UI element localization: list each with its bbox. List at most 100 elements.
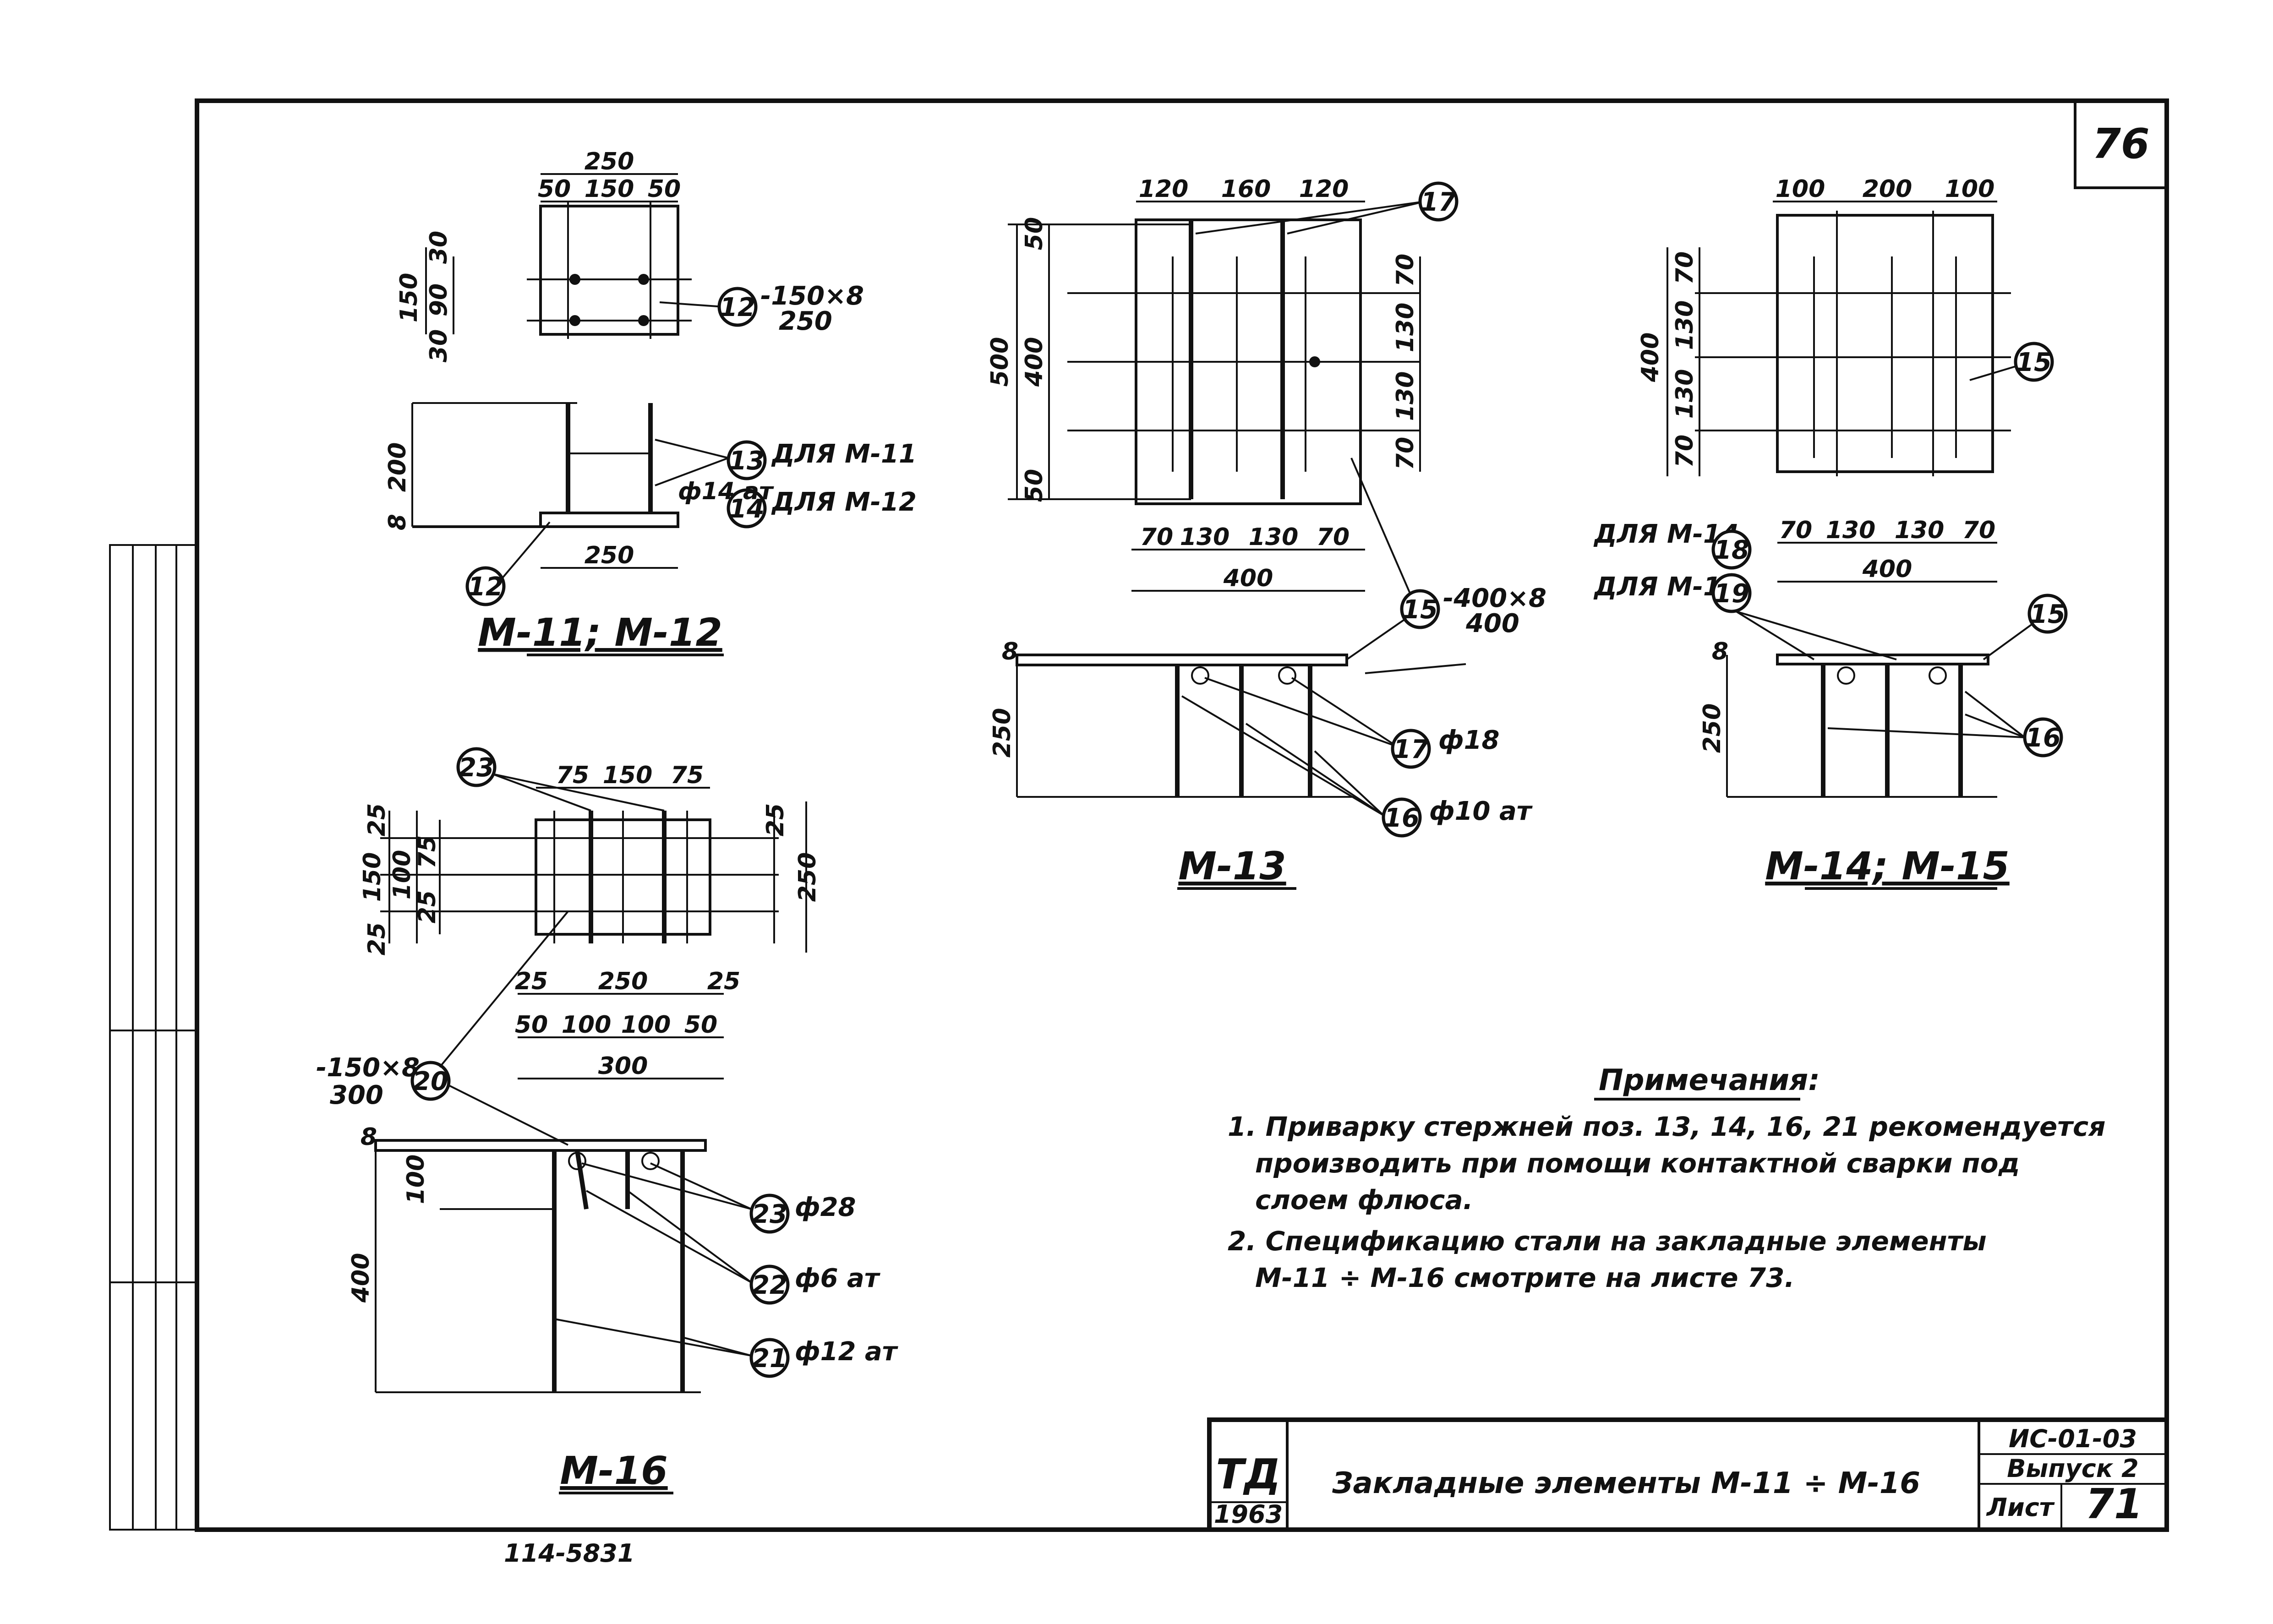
dim-label: 50: [648, 175, 681, 203]
callout-number: 15: [2030, 599, 2065, 629]
plate-section: [539, 512, 679, 528]
callout-number: 16: [2025, 723, 2061, 753]
dim-label: 70: [1140, 523, 1173, 551]
dim-label: 150: [395, 273, 423, 323]
left-stamp-strip: [109, 544, 198, 1531]
dim-label: 70: [1779, 517, 1812, 544]
dim-label: 130: [1249, 523, 1299, 551]
dim-label: 130: [1180, 523, 1230, 551]
dim-label: 70: [1392, 437, 1419, 470]
dim-label: 130: [1671, 369, 1699, 419]
dim-label: 120: [1299, 175, 1349, 203]
bottom-stamp: 114-5831: [504, 1539, 634, 1568]
dim-label: 25: [363, 922, 391, 955]
dim-label: 400: [1637, 332, 1664, 383]
drawing-m11-m12: 250 50 150 50 150 90 30 30 12 -150×8 250…: [384, 148, 917, 656]
dim-label: 250: [1699, 703, 1726, 753]
callout-text: 250: [779, 306, 832, 336]
dim-label: 30: [425, 231, 453, 264]
drawing-m13: 120 160 120 500 50 400 50 70 130 130 70 …: [986, 175, 1546, 890]
logo: ТД: [1216, 1450, 1281, 1499]
callout-text: ф28: [795, 1193, 856, 1222]
dim-label: 150: [585, 175, 634, 203]
dim-label: 130: [1392, 303, 1419, 353]
dim-label: 70: [1392, 254, 1419, 287]
callout-number: 17: [1421, 187, 1456, 217]
callout-number: 15: [2016, 348, 2052, 377]
note-line: слоем флюса.: [1255, 1184, 1473, 1215]
note-line: 1. Приварку стержней поз. 13, 14, 16, 21…: [1228, 1111, 2106, 1142]
note-line: М-11 ÷ М-16 смотрите на листе 73.: [1255, 1262, 1795, 1293]
dim-label: 25: [363, 803, 391, 836]
dim-label: 90: [425, 283, 453, 316]
dim-label: 200: [1863, 175, 1912, 203]
callout-number: 23: [752, 1199, 787, 1229]
dim-label: 100: [1776, 175, 1825, 203]
drawing-title: М-11; М-12: [478, 610, 722, 655]
callout-text: -400×8: [1443, 583, 1546, 613]
notes-title: Примечания:: [1599, 1063, 1820, 1097]
dim-label: 30: [425, 329, 453, 362]
sheet-label: Лист: [1986, 1493, 2055, 1522]
plate-plan: [539, 205, 679, 336]
dim-label: 250: [585, 542, 634, 569]
sheet-number: 71: [2085, 1480, 2142, 1528]
drawing-title: М-13: [1178, 844, 1286, 888]
dim-label: 75: [414, 835, 441, 868]
drawing-title: М-14; М-15: [1765, 844, 2010, 888]
plate-plan: [1776, 214, 1994, 473]
dim-label: 400: [1862, 556, 1912, 583]
dim-label: 50: [515, 1011, 548, 1039]
callout-text: ДЛЯ М-11: [771, 439, 917, 469]
dim-label: 160: [1221, 175, 1271, 203]
dim-label: 75: [556, 762, 589, 789]
dim-label: 100: [402, 1155, 430, 1204]
note-line: производить при помощи контактной сварки…: [1255, 1148, 2020, 1179]
dim-label: 75: [671, 762, 704, 789]
drawing-m16: 75 150 75 25 75 25 100 25 150 250 25 250…: [316, 747, 899, 1494]
callout-number: 14: [729, 494, 765, 524]
dim-label: 130: [1392, 371, 1419, 421]
callout-number: 13: [729, 446, 765, 476]
dim-label: 250: [794, 852, 821, 902]
dim-label: 70: [1317, 523, 1350, 551]
dim-label: 50: [684, 1011, 717, 1039]
dim-label: 250: [585, 148, 634, 175]
dim-label: 8: [384, 514, 411, 530]
dim-label: 100: [388, 850, 416, 900]
callout-number: 21: [752, 1344, 787, 1373]
dim-label: 8: [1002, 638, 1018, 665]
callout-text: ф10 ат: [1429, 796, 1533, 826]
plate-section: [1016, 654, 1348, 666]
dim-label: 70: [1962, 517, 1995, 544]
callout-number: 12: [468, 572, 503, 602]
callout-number: 15: [1402, 595, 1438, 625]
callout-text: -150×8: [316, 1053, 420, 1083]
dim-label: 400: [1021, 337, 1048, 387]
dim-label: 120: [1139, 175, 1189, 203]
dim-label: 25: [414, 890, 441, 923]
callout-number: 23: [459, 753, 494, 783]
title-block: ТД 1963 Закладные элементы М-11 ÷ М-16 И…: [1207, 1417, 2169, 1532]
sheet-border: [195, 98, 2169, 1532]
dim-label: 300: [598, 1052, 648, 1080]
dim-label: 150: [603, 762, 653, 789]
dim-label: 8: [361, 1123, 377, 1151]
dim-label: 100: [621, 1011, 671, 1039]
dim-label: 70: [1671, 435, 1699, 468]
dim-label: 400: [1223, 565, 1273, 592]
dim-label: 25: [707, 968, 740, 995]
dim-label: 400: [347, 1253, 375, 1303]
plate-section: [1776, 654, 1989, 665]
sheet-number-top: 76: [2092, 120, 2149, 168]
dim-label: 130: [1826, 517, 1876, 544]
dim-label: 200: [384, 442, 411, 492]
dim-label: 50: [538, 175, 571, 203]
dim-label: 8: [1712, 638, 1728, 665]
callout-text: -150×8: [760, 281, 864, 311]
dim-label: 500: [986, 337, 1014, 387]
callout-text: ф6 ат: [795, 1264, 881, 1293]
dim-label: 25: [515, 968, 548, 995]
callout-number: 16: [1384, 803, 1420, 833]
